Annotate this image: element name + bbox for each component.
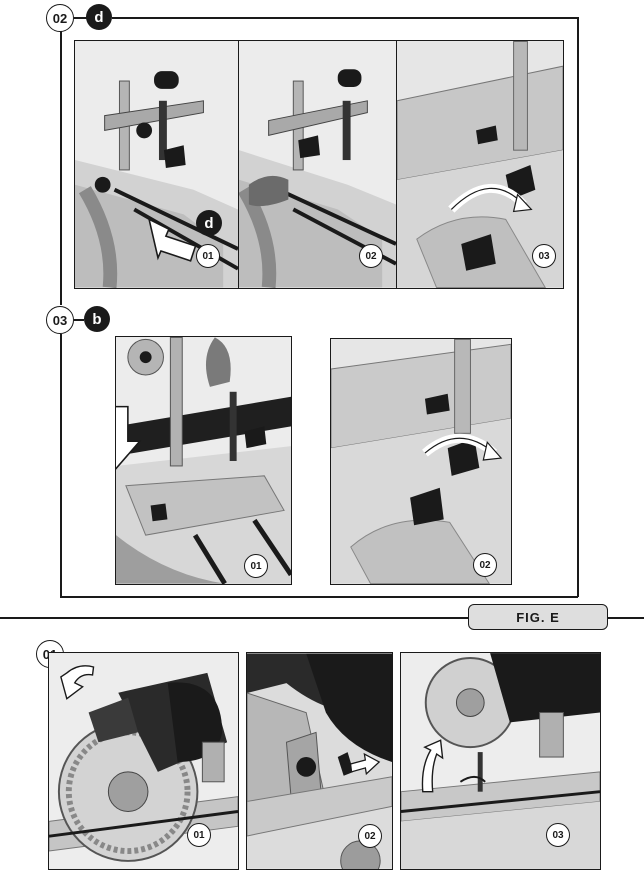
letter-badge-b: b xyxy=(84,306,110,332)
letter: b xyxy=(92,310,102,328)
figure-label: FIG. E xyxy=(516,609,560,625)
knob-closeup-illustration xyxy=(397,41,563,288)
panel-number: 03 xyxy=(546,823,570,847)
step-number: 02 xyxy=(52,10,68,26)
panel-number: 01 xyxy=(187,823,211,847)
connector-03 xyxy=(74,319,84,321)
panel-number-text: 01 xyxy=(250,560,262,572)
arrow-icon xyxy=(147,217,197,262)
callout-badge-d: d xyxy=(196,210,222,236)
step-number: 03 xyxy=(52,312,68,328)
panel-number-text: 01 xyxy=(202,250,214,262)
callout-letter: d xyxy=(204,214,214,232)
panel-number: 03 xyxy=(532,244,556,268)
frame-02-top xyxy=(112,17,578,19)
miter-table-illustration xyxy=(116,337,291,584)
mid-panel-02: 02 xyxy=(330,338,512,585)
frame-02-left-b xyxy=(60,334,62,597)
bottom-panel-03: 03 xyxy=(400,652,601,870)
arrow-icon xyxy=(116,405,142,470)
knob-closeup-illustration xyxy=(331,339,511,584)
step-badge-02: 02 xyxy=(46,4,74,32)
frame-02-left-a xyxy=(60,30,62,305)
bottom-panel-01: 01 xyxy=(48,652,239,870)
arrow-icon xyxy=(421,739,444,793)
top-panel-02: 02 xyxy=(238,40,397,289)
mid-panel-01: 01 xyxy=(115,336,292,585)
panel-number: 01 xyxy=(196,244,220,268)
fig-divider-left xyxy=(0,617,470,619)
panel-number-text: 03 xyxy=(552,829,564,841)
connector-02 xyxy=(74,17,88,19)
panel-number: 02 xyxy=(358,824,382,848)
saw-head-illustration xyxy=(49,653,238,869)
panel-number-text: 01 xyxy=(193,829,205,841)
panel-number: 01 xyxy=(244,554,268,578)
panel-number-text: 02 xyxy=(364,830,376,842)
curved-arrow-icon xyxy=(422,433,503,461)
panel-number: 02 xyxy=(359,244,383,268)
arrow-icon xyxy=(60,665,95,700)
panel-number-text: 02 xyxy=(479,559,491,571)
panel-number-text: 03 xyxy=(538,250,550,262)
arrow-icon xyxy=(349,752,381,776)
letter-badge-d: d xyxy=(86,4,112,30)
step-badge-03: 03 xyxy=(46,306,74,334)
fig-divider-right xyxy=(606,617,644,619)
top-panel-03: 03 xyxy=(396,40,564,289)
frame-02-bottom xyxy=(60,596,578,598)
panel-number: 02 xyxy=(473,553,497,577)
curved-arrow-icon xyxy=(448,184,533,213)
letter: d xyxy=(94,8,104,26)
saw-base-hand-illustration xyxy=(239,41,396,288)
figure-label-tab: FIG. E xyxy=(468,604,608,630)
frame-02-right xyxy=(577,17,579,597)
panel-number-text: 02 xyxy=(365,250,377,262)
bottom-panel-02: 02 xyxy=(246,652,393,870)
top-panel-01: d 01 xyxy=(74,40,239,289)
